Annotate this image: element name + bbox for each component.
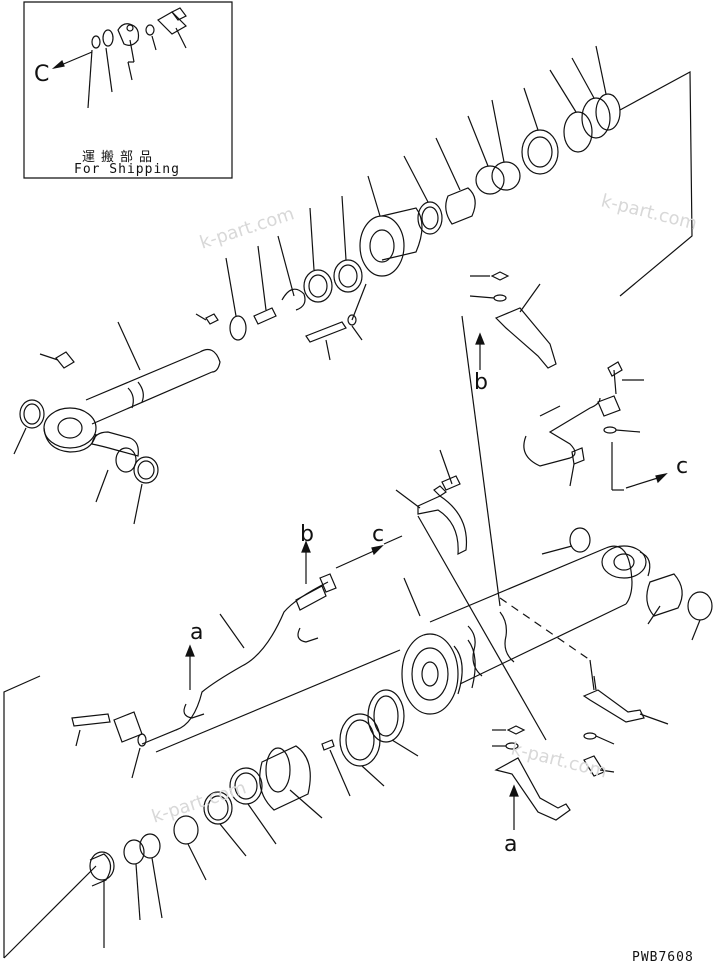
reference-a-left: a (190, 620, 204, 645)
lower-left-parts (4, 536, 418, 958)
inset-title-english: For Shipping (74, 162, 180, 177)
lower-assembly (396, 450, 712, 830)
shipping-parts-inset (24, 2, 232, 178)
right-hardware (462, 272, 666, 606)
reference-c-right: c (676, 454, 689, 479)
reference-a-right: a (504, 832, 518, 857)
reference-b-top: b (474, 370, 488, 395)
drawing-code: PWB7608 (632, 950, 694, 965)
reference-c-middle: c (372, 522, 385, 547)
reference-b-middle: b (300, 522, 314, 547)
reference-c-inset: C (34, 62, 50, 87)
inset-title-japanese: 運搬部品 (82, 150, 159, 165)
upper-assembly (14, 46, 692, 524)
